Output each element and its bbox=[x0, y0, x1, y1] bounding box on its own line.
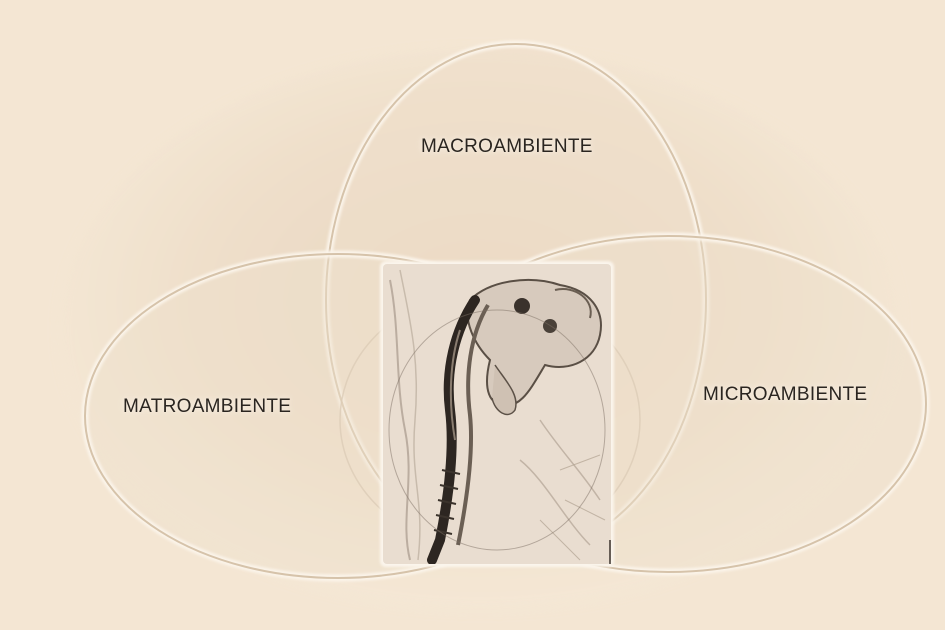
label-microambiente: MICROAMBIENTE bbox=[703, 384, 867, 406]
label-macroambiente: MACROAMBIENTE bbox=[421, 136, 593, 158]
label-matroambiente: MATROAMBIENTE bbox=[123, 396, 291, 418]
embryo-sketch-icon bbox=[380, 261, 614, 567]
